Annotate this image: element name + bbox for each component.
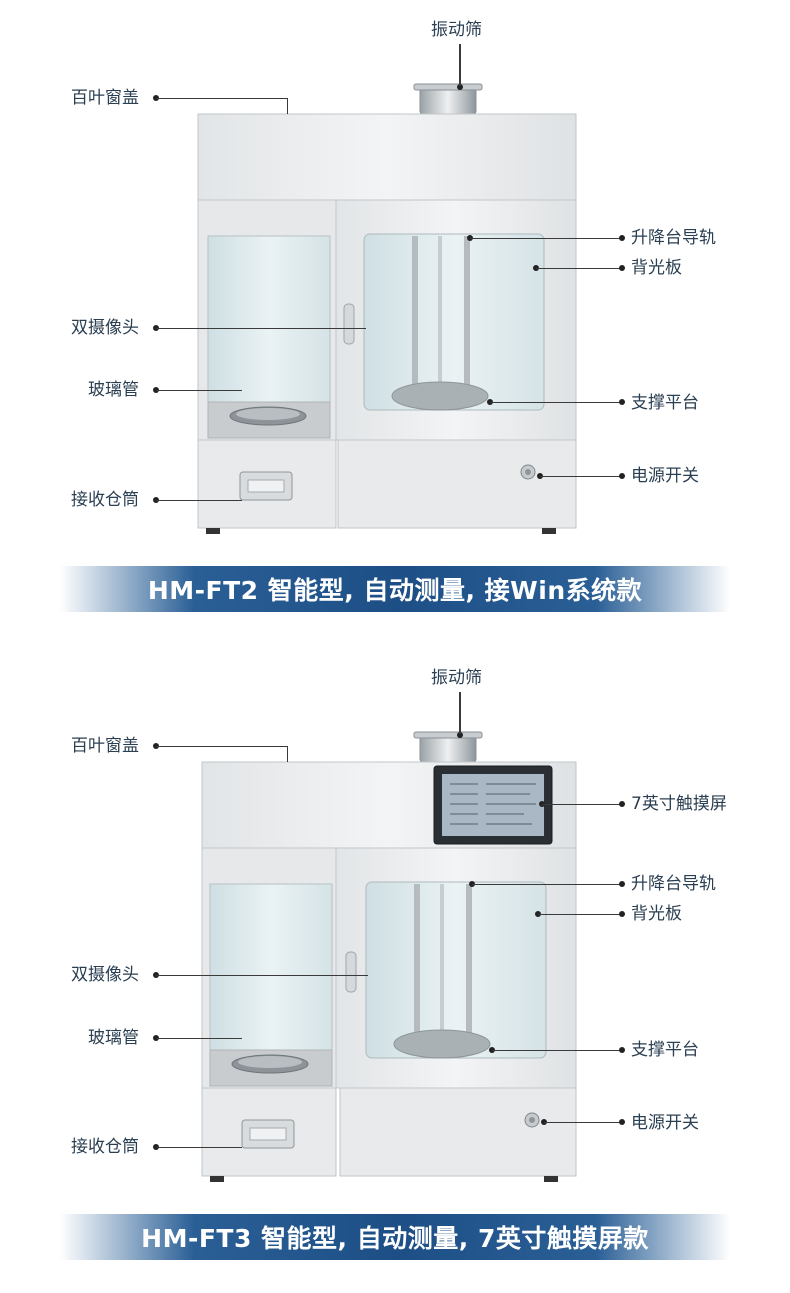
leader-line xyxy=(459,44,461,86)
label-lift-rail: 升降台导轨 xyxy=(631,228,716,248)
label-glass-tube: 玻璃管 xyxy=(88,380,139,400)
leader-line xyxy=(287,746,288,762)
leader-dot xyxy=(457,732,463,738)
leader-dot xyxy=(619,1119,625,1125)
leader-line xyxy=(156,390,242,391)
leader-line xyxy=(156,1147,242,1148)
label-backlight: 背光板 xyxy=(631,258,682,278)
label-power-switch: 电源开关 xyxy=(631,1113,699,1133)
leader-dot xyxy=(619,911,625,917)
product-panel-ft3: 振动筛 百叶窗盖 7英寸触摸屏 升降台导轨 背光板 双摄像头 玻璃管 支撑平台 … xyxy=(0,646,790,1292)
leader-line xyxy=(540,476,622,477)
label-sieve: 振动筛 xyxy=(431,20,482,40)
label-support-platform: 支撑平台 xyxy=(631,393,699,413)
label-sieve: 振动筛 xyxy=(431,668,482,688)
leader-line xyxy=(544,1122,622,1123)
product-panel-ft2: 振动筛 百叶窗盖 升降台导轨 背光板 双摄像头 玻璃管 支撑平台 电源开关 接收… xyxy=(0,0,790,646)
label-dual-camera: 双摄像头 xyxy=(71,318,139,338)
leader-line xyxy=(536,268,622,269)
leader-dot xyxy=(619,801,625,807)
machine-illustration xyxy=(201,731,577,1182)
leader-line xyxy=(459,692,461,734)
label-power-switch: 电源开关 xyxy=(631,466,699,486)
leader-line xyxy=(538,914,622,915)
leader-line xyxy=(156,98,288,99)
label-backlight: 背光板 xyxy=(631,904,682,924)
leader-line xyxy=(156,500,242,501)
label-louver-cover: 百叶窗盖 xyxy=(71,736,139,756)
label-touchscreen: 7英寸触摸屏 xyxy=(631,794,727,814)
leader-line xyxy=(156,328,366,329)
label-receiving-bin: 接收仓筒 xyxy=(71,1137,139,1157)
label-glass-tube: 玻璃管 xyxy=(88,1028,139,1048)
leader-dot xyxy=(619,399,625,405)
label-support-platform: 支撑平台 xyxy=(631,1040,699,1060)
leader-line xyxy=(472,884,622,885)
leader-line xyxy=(156,1038,242,1039)
label-lift-rail: 升降台导轨 xyxy=(631,874,716,894)
machine-illustration xyxy=(197,83,577,534)
leader-line xyxy=(542,804,622,805)
model-title-banner: HM-FT3 智能型, 自动测量, 7英寸触摸屏款 xyxy=(60,1214,730,1260)
leader-line xyxy=(490,402,622,403)
leader-line xyxy=(156,746,288,747)
leader-line xyxy=(156,975,368,976)
label-dual-camera: 双摄像头 xyxy=(71,965,139,985)
leader-dot xyxy=(619,473,625,479)
leader-dot xyxy=(619,235,625,241)
leader-dot xyxy=(619,881,625,887)
leader-dot xyxy=(457,84,463,90)
leader-dot xyxy=(619,265,625,271)
leader-line xyxy=(287,98,288,114)
leader-line xyxy=(470,238,622,239)
label-louver-cover: 百叶窗盖 xyxy=(71,88,139,108)
model-title-banner: HM-FT2 智能型, 自动测量, 接Win系统款 xyxy=(60,566,730,612)
label-receiving-bin: 接收仓筒 xyxy=(71,490,139,510)
leader-dot xyxy=(619,1047,625,1053)
leader-line xyxy=(492,1050,622,1051)
